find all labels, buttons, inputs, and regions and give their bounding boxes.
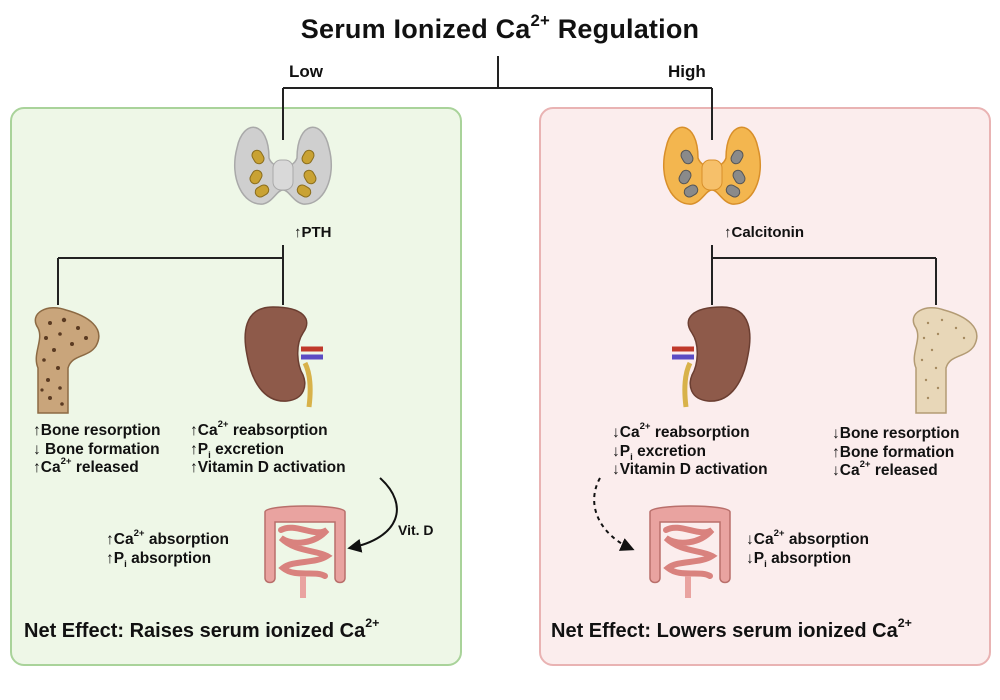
right-kidney-effects: ↓Ca2+ reabsorption ↓Pi excretion ↓Vitami… xyxy=(612,421,768,480)
high-branch-label: High xyxy=(668,62,706,81)
effect-line: ↑Bone formation xyxy=(832,443,955,461)
left-net-effect: Net Effect: Raises serum ionized Ca2+ xyxy=(24,616,380,642)
bone-forming-icon xyxy=(912,307,978,414)
effect-line: ↑Ca2+ reabsorption xyxy=(190,419,328,439)
low-calcium-panel xyxy=(10,107,462,666)
effect-line: ↓Ca2+ reabsorption xyxy=(612,421,750,441)
low-branch-label: Low xyxy=(289,62,323,81)
effect-line: ↓Ca2+ released xyxy=(832,459,938,479)
effect-line: ↑Pi excretion xyxy=(190,440,284,461)
effect-line: ↓Ca2+ absorption xyxy=(746,528,869,548)
effect-line: ↓Bone resorption xyxy=(832,425,960,442)
left-kidney-effects: ↑Ca2+ reabsorption ↑Pi excretion ↑Vitami… xyxy=(190,419,346,478)
left-bone-effects: ↑Bone resorption ↓ Bone formation ↑Ca2+ … xyxy=(33,422,160,478)
right-bone-effects: ↓Bone resorption ↑Bone formation ↓Ca2+ r… xyxy=(832,425,959,481)
bone-resorbing-icon xyxy=(34,307,100,414)
pth-label: ↑PTH xyxy=(294,224,332,241)
thyroid-gray-icon xyxy=(233,126,333,205)
effect-line: ↑Ca2+ released xyxy=(33,456,139,476)
effect-line: ↑Ca2+ absorption xyxy=(106,528,229,548)
calcitonin-branch-lines xyxy=(711,245,937,305)
effect-line: ↑Vitamin D activation xyxy=(190,459,346,476)
effect-line: ↑Bone resorption xyxy=(33,422,161,439)
right-net-effect: Net Effect: Lowers serum ionized Ca2+ xyxy=(551,616,912,642)
intestine-icon-right xyxy=(649,505,731,598)
effect-line: ↓Pi excretion xyxy=(612,442,706,463)
pth-branch-lines xyxy=(57,245,284,305)
effect-line: ↓Pi absorption xyxy=(746,549,852,570)
reduced-vitamin-d-arrow xyxy=(593,477,635,551)
branch-lines xyxy=(282,56,713,140)
diagram-title: Serum Ionized Ca2+ Regulation xyxy=(300,10,700,44)
calcitonin-label: ↑Calcitonin xyxy=(724,224,805,241)
effect-line: ↑Pi absorption xyxy=(106,549,212,570)
kidney-icon xyxy=(244,306,323,408)
thyroid-orange-icon xyxy=(662,126,762,205)
right-intestine-effects: ↓Ca2+ absorption ↓Pi absorption xyxy=(746,528,869,570)
kidney-icon-right xyxy=(672,306,751,408)
intestine-icon xyxy=(264,505,346,598)
vitamin-d-arrow xyxy=(347,477,398,553)
vitamin-d-label: Vit. D xyxy=(398,522,434,538)
effect-line: ↓ Bone formation xyxy=(33,440,160,458)
left-intestine-effects: ↑Ca2+ absorption ↑Pi absorption xyxy=(106,528,229,570)
effect-line: ↓Vitamin D activation xyxy=(612,461,768,478)
